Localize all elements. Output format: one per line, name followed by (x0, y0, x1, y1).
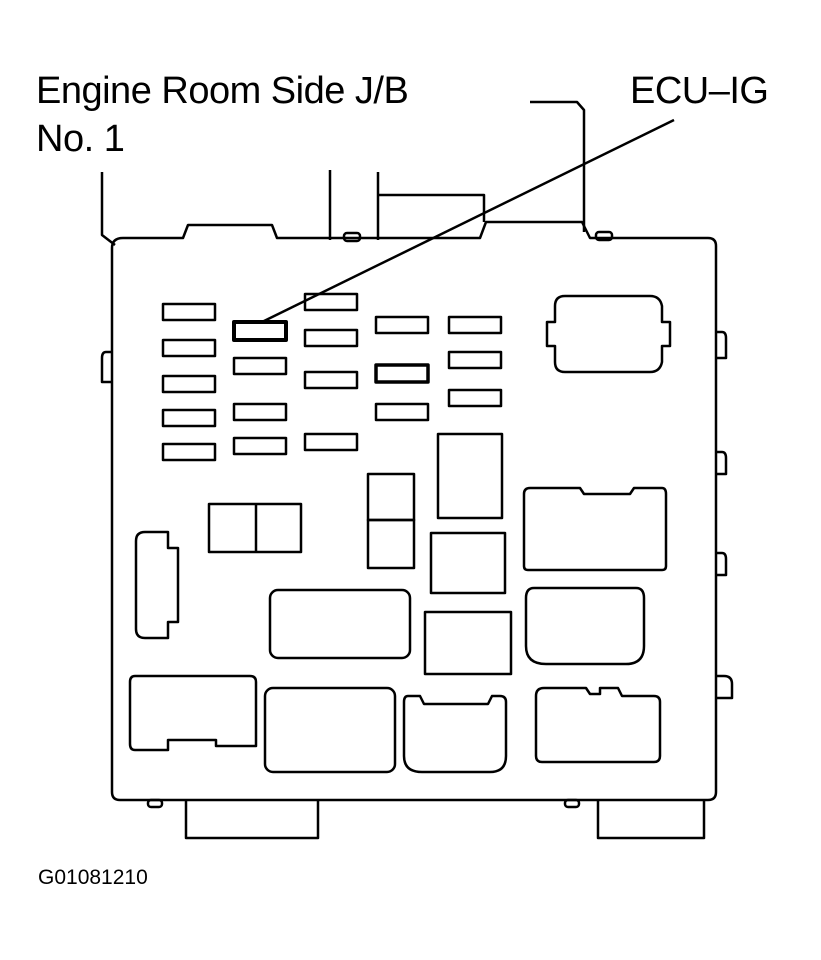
fuse-column-1 (161, 302, 217, 462)
fuse (161, 302, 217, 322)
fuse (303, 370, 359, 390)
title-line-2: No. 1 (36, 118, 125, 160)
fuse (447, 388, 503, 408)
figure-code: G01081210 (38, 866, 148, 889)
fuse (232, 402, 288, 422)
fuse-ecu-ig (232, 320, 288, 342)
side-tabs (100, 330, 734, 700)
bottom-lug-left (184, 800, 320, 840)
fuse-column-3 (303, 292, 359, 452)
bottom-clip (146, 798, 164, 809)
top-clip (342, 231, 362, 243)
bottom-lug-right (596, 800, 706, 840)
ecu-ig-leader-line (261, 118, 675, 324)
fuse (303, 328, 359, 348)
fuse (232, 356, 288, 376)
fuse (374, 315, 430, 335)
callout-label: ECU–IG (630, 70, 769, 112)
fuse (374, 363, 430, 384)
connector-right-upper (522, 486, 668, 572)
fuse (232, 436, 288, 456)
bottom-clip (563, 798, 581, 809)
connector-bottom-right (534, 686, 662, 764)
connector-bottom-center (263, 686, 397, 774)
mounting-bracket (100, 100, 586, 246)
connector-left (134, 530, 180, 640)
connector-bottom-mid (402, 694, 508, 774)
fuse-column-4 (374, 315, 430, 422)
fuse (374, 402, 430, 422)
fuse (447, 350, 503, 370)
title-line-1: Engine Room Side J/B (36, 70, 409, 112)
fuse (447, 315, 503, 335)
fuse (303, 432, 359, 452)
connector-right-middle (524, 586, 646, 666)
fuse-column-5 (447, 315, 503, 408)
connector-upper-right (545, 294, 672, 374)
fuse-column-2 (232, 320, 288, 456)
relays (207, 432, 513, 676)
fuse (161, 338, 217, 358)
fuse (161, 442, 217, 462)
fuse (161, 408, 217, 428)
connector-center (268, 588, 412, 660)
connector-bottom-left (128, 674, 258, 752)
housing-outline (110, 220, 718, 802)
fuse (161, 374, 217, 394)
top-clip (594, 230, 614, 242)
